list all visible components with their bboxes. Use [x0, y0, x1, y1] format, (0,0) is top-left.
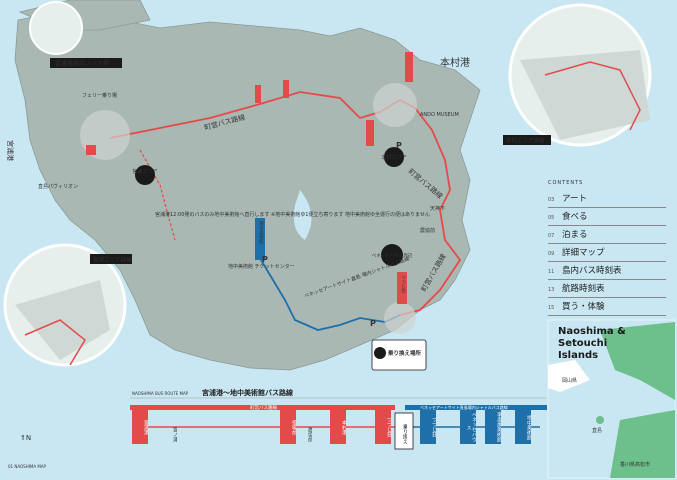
honmura-area-dot[interactable]	[384, 147, 404, 167]
naoshima-inset-island	[596, 416, 604, 424]
kagawa-land	[610, 410, 675, 478]
chichu-badge	[255, 218, 265, 260]
bus-note: 宮浦港12:00発のバスのみ地中美術館へ直行します ※地中美術館ゆ1便立ち寄りま…	[155, 211, 430, 218]
miyanoura-detail-box	[90, 254, 132, 264]
stop-honmura[interactable]: 本村港	[330, 410, 346, 444]
ferry-label: フェリー乗り場	[82, 92, 117, 99]
benesse-area-label: ベネッセハウス周辺	[372, 252, 413, 259]
inset-okayama: 岡山県	[562, 377, 577, 384]
miyanoura-inset-land	[15, 280, 110, 360]
shuttle-bar-label: ベネッセアートサイト直島場内シャトルバス路線	[420, 405, 508, 410]
tennoshita-label: 天神下	[430, 205, 445, 212]
honmura-detail-text: 本村エリア詳細	[506, 137, 545, 145]
nokyo-stop-marker	[283, 80, 289, 98]
bus-route-diagram	[130, 397, 547, 450]
stop-tsutsuji[interactable]: つつじ荘	[375, 410, 391, 444]
ando-label: ANDO MUSEUM	[420, 112, 459, 118]
north-arrow-icon: ⇑N	[20, 434, 31, 442]
miyanoura-stop-box	[50, 58, 122, 68]
parking-icon: P	[262, 255, 268, 264]
busmap-route-title: 宮浦港〜地中美術館バス路線	[202, 389, 293, 397]
yakuba-stop-marker	[366, 120, 374, 146]
honmura-area-label: 本村エリア	[381, 154, 406, 161]
miyanoura-area-label: 宮浦エリア	[132, 168, 157, 175]
contents-heading: CONTENTS	[548, 180, 584, 186]
tsutsuji-label: つつじ荘	[401, 275, 406, 294]
tsutsuji-badge	[397, 272, 407, 304]
miyanoura-detail-text: 宮浦エリア詳細	[93, 256, 132, 264]
miyanoura-inner-stop	[255, 85, 261, 103]
honmura-stop-marker	[405, 52, 413, 82]
stop-benesse[interactable]: ベネッセハウス	[460, 410, 476, 444]
transfer-box	[371, 339, 427, 371]
honmura-detail-box	[503, 135, 551, 145]
honmura-port-label: 本村港	[440, 56, 470, 69]
miyanoura-stop-text: 宮浦港周辺ノバス停	[55, 60, 109, 68]
stop[interactable]: 農協前	[307, 426, 312, 442]
okayama-land	[600, 322, 675, 400]
parking-icon: P	[396, 141, 402, 150]
honmura-highlight	[373, 83, 417, 127]
inset-kagawa: 香川県高松市	[620, 461, 650, 468]
stop-chichu[interactable]: 地中美術館	[515, 410, 531, 444]
shuttle-bar	[405, 405, 547, 410]
bus-route-map: NAOSHIMA BUS ROUTE MAP 宮浦港〜地中美術館バス路線 町営バ…	[130, 387, 547, 475]
inset-white-block	[548, 360, 590, 392]
top-left-inset-circle	[29, 1, 83, 55]
stop[interactable]: 宮ノ浦	[172, 426, 177, 442]
akachochin-label: 直島パヴィリオン	[38, 183, 78, 190]
busmap-small-title: NAOSHIMA BUS ROUTE MAP	[132, 391, 189, 396]
inset-title: Naoshima & Setouchi Islands	[558, 326, 626, 361]
miyanoura-area-dot[interactable]	[135, 165, 155, 185]
town-bus-bar	[130, 405, 395, 410]
stop-lee[interactable]: 李禹煥美術館	[485, 410, 501, 444]
page-footer: 01 NAOSHIMA MAP	[8, 464, 47, 469]
chichu-label: 地中美術館	[259, 220, 264, 245]
miyanoura-inset-route	[24, 319, 86, 366]
miyanoura-port-label: 宮浦港	[6, 140, 15, 161]
miyanoura-bus-stop	[86, 145, 96, 155]
transfer-badge	[394, 412, 414, 450]
inset-naoshima: 直島	[592, 427, 602, 434]
benesse-highlight	[384, 302, 416, 334]
stop-tsutsuji-b[interactable]: つつじ荘	[420, 410, 436, 444]
benesse-area-dot[interactable]	[381, 244, 403, 266]
transfer-icon	[374, 347, 386, 359]
stop-yakuba[interactable]: 役場前	[280, 410, 296, 444]
stop-miyanoura[interactable]: 宮浦港	[132, 410, 148, 444]
parking-icon: P	[370, 319, 376, 328]
transfer-label: 乗り換え場所	[388, 349, 422, 357]
chichu-ticket-label: 地中美術館 チケットセンター	[228, 263, 295, 270]
transfer-text: 乗り換え	[402, 424, 407, 444]
town-bus-bar-label: 町営バス路線	[250, 406, 277, 411]
inland-lake	[293, 190, 312, 240]
honmura-inset-route	[544, 61, 641, 131]
naoshima-island	[14, 11, 481, 371]
nokaji-label: 農協前	[420, 227, 435, 234]
shuttle-route	[257, 254, 401, 331]
